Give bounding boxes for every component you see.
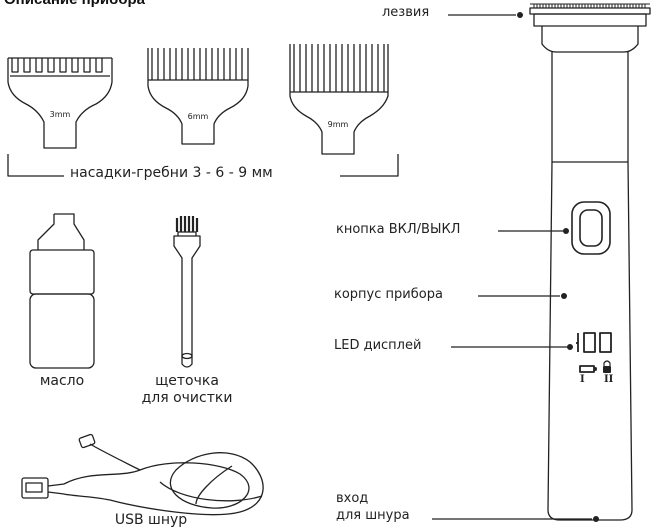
led-mark-left: I [580,374,585,385]
body-label: корпус прибора [334,287,443,302]
comb-6mm-icon [147,48,249,145]
usb-cable-icon [21,433,264,516]
blade-teeth-icon [530,3,650,8]
brush-bristles-icon [175,216,199,232]
led-display [576,332,612,373]
power-button-label: кнопка ВКЛ/ВЫКЛ [336,222,461,237]
oil-label: масло [39,373,85,389]
blades-label: лезвия [382,5,430,20]
port-label-line2: для шнура [336,508,410,523]
led-mark-right: II [604,374,614,385]
brush-label-line1: щеточка [155,373,219,389]
brush-label: щеточка для очистки [132,373,242,407]
comb-3mm-icon [7,57,113,149]
lock-icon [603,366,611,373]
comb-9mm-label: 9mm [327,120,349,129]
oil-bottle-icon [29,213,95,369]
leader-dots [517,12,599,522]
led-display-label: LED дисплей [334,338,422,353]
trimmer-body [529,7,651,521]
comb-3mm-label: 3mm [49,110,71,119]
port-label: вход для шнура [336,490,410,524]
led-value: 100 [574,324,620,352]
comb-9mm-icon [289,44,389,155]
port-label-line1: вход [336,491,369,506]
combs-label: насадки-гребни 3 - 6 - 9 мм [70,165,273,181]
usb-label: USB шнур [114,512,188,528]
comb-6mm-label: 6mm [187,112,209,121]
page-title: Описание прибора [4,0,145,8]
power-button [571,201,611,255]
brush-label-line2: для очистки [141,390,233,406]
cleaning-brush-icon [173,231,201,368]
